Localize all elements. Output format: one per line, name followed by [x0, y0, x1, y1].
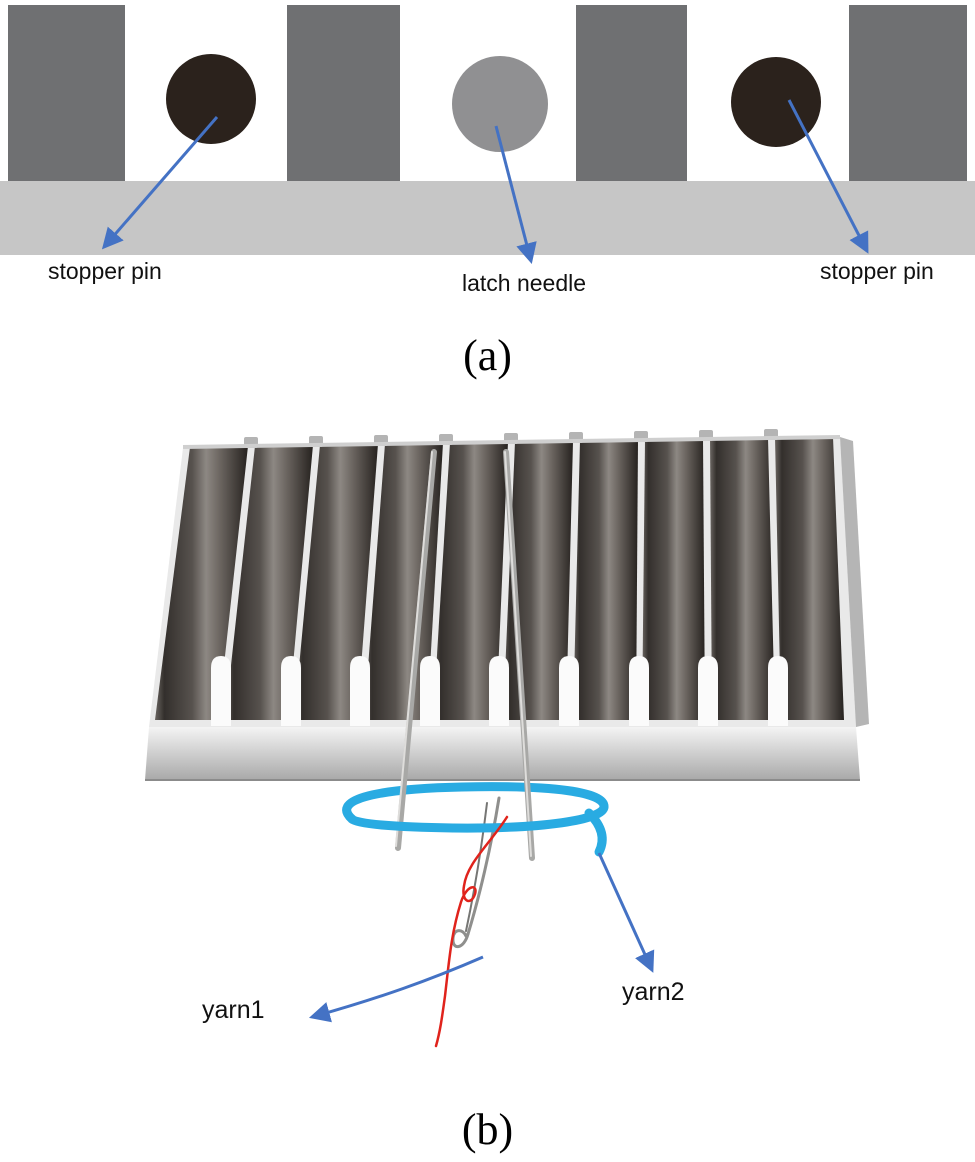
yarn2-loop-back — [342, 782, 609, 824]
groove-slot — [420, 656, 440, 726]
groove-slot — [698, 656, 718, 726]
arrow-to-stopper-pin-left — [101, 116, 219, 250]
needles — [395, 449, 535, 861]
needle-bed-3d — [145, 429, 869, 781]
needle-right-highlight — [504, 451, 532, 857]
hook-needle-latch — [465, 802, 488, 932]
needle-bed-block-3 — [576, 5, 687, 181]
yarn2-tail — [584, 808, 607, 857]
groove-slot — [629, 656, 649, 726]
caption-panel-a: (a) — [463, 331, 512, 380]
arrow-to-stopper-pin-right — [787, 99, 869, 254]
bed-front-face — [145, 727, 860, 780]
bed-tooth — [225, 445, 313, 720]
bed-top-edge-highlight — [182, 435, 841, 449]
bed-tooth — [573, 440, 638, 720]
panel-a-diagram — [0, 5, 975, 265]
caption-panel-b: (b) — [461, 1105, 514, 1154]
hook-needle-hook — [451, 929, 470, 948]
needle-bed-block-2 — [287, 5, 400, 181]
needle-bed-block-4 — [849, 5, 967, 181]
groove-slot — [768, 656, 788, 726]
yarn2-loop-front — [347, 802, 609, 833]
bed-right-side-face — [840, 437, 869, 727]
groove-slot — [211, 656, 231, 726]
needle-left — [395, 449, 437, 851]
panel-b-diagram — [145, 429, 869, 1048]
bed-tooth — [364, 443, 443, 720]
stopper-pin-circle-left — [166, 54, 256, 144]
yarn1-strand — [434, 815, 509, 1048]
needle-bed-block-1 — [8, 5, 125, 181]
groove-slot — [559, 656, 579, 726]
bed-tooth — [775, 437, 844, 720]
bed-tooth — [155, 446, 248, 720]
arrow-to-latch-needle — [494, 125, 537, 265]
needle-bed-base-bar — [0, 181, 975, 255]
stopper-pin-circle-right — [731, 57, 821, 147]
label-yarn2: yarn2 — [622, 978, 685, 1006]
needle-left-highlight — [395, 451, 433, 847]
groove-slot — [281, 656, 301, 726]
arrow-to-yarn1 — [308, 955, 484, 1023]
label-stopper-pin-right: stopper pin — [820, 258, 934, 284]
hook-needle-shaft — [466, 796, 501, 936]
bed-tooth — [433, 442, 508, 720]
bed-groove-slots — [211, 656, 788, 726]
label-latch-needle: latch needle — [462, 270, 587, 296]
bed-tooth — [710, 438, 775, 720]
label-yarn1: yarn1 — [202, 996, 265, 1024]
groove-slot — [489, 656, 509, 726]
bed-teeth — [155, 437, 844, 720]
hook-needle — [451, 796, 501, 948]
bed-tooth — [294, 444, 378, 720]
bed-tooth — [642, 439, 705, 720]
groove-slot — [350, 656, 370, 726]
latch-needle-circle — [452, 56, 548, 152]
label-stopper-pin-left: stopper pin — [48, 258, 162, 284]
arrow-to-yarn2 — [597, 852, 655, 973]
